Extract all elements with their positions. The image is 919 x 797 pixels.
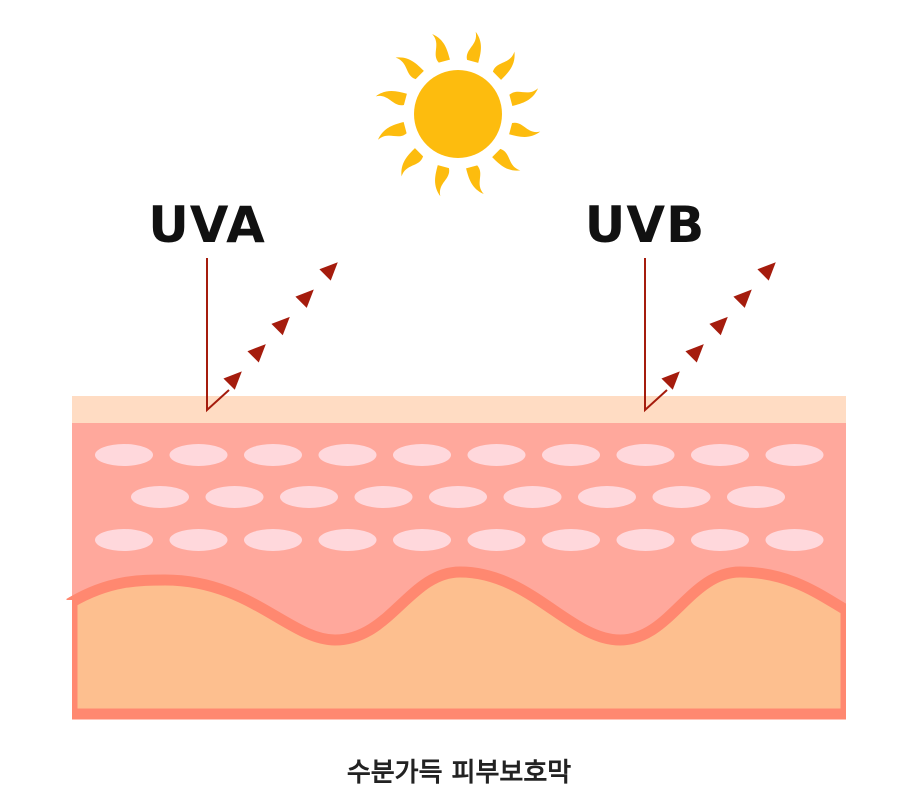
epidermis-layer bbox=[72, 396, 846, 424]
skin-cell bbox=[393, 444, 451, 466]
uvb-label: UVB bbox=[584, 196, 706, 254]
skin-cell bbox=[95, 444, 153, 466]
skin-cell bbox=[131, 486, 189, 508]
skin-cell bbox=[691, 529, 749, 551]
uvb-ray bbox=[644, 258, 776, 413]
skin-cell bbox=[691, 444, 749, 466]
skin-cell bbox=[244, 529, 302, 551]
sun-ray bbox=[435, 165, 450, 197]
skin-cell bbox=[503, 486, 562, 508]
skin-cell bbox=[244, 444, 302, 466]
sun-ray bbox=[509, 88, 539, 106]
ray-arrowhead bbox=[757, 262, 776, 281]
skin-cell bbox=[467, 444, 526, 466]
skin-cell bbox=[542, 529, 600, 551]
skin-cell bbox=[205, 486, 264, 508]
ray-arrowhead bbox=[709, 316, 728, 336]
ray-arrowhead bbox=[295, 289, 314, 308]
sun-ray bbox=[375, 91, 407, 106]
sun-ray bbox=[377, 122, 407, 140]
sun-ray bbox=[401, 148, 424, 177]
skin-cell bbox=[578, 486, 636, 508]
ray-arrowhead bbox=[319, 262, 338, 281]
sun-ray bbox=[509, 122, 541, 137]
uva-label: UVA bbox=[148, 196, 266, 254]
sun-ray bbox=[466, 31, 481, 63]
skin-cell bbox=[318, 444, 377, 466]
sun-ray bbox=[395, 57, 424, 80]
skin-cell bbox=[652, 486, 711, 508]
skin-cells bbox=[95, 444, 824, 551]
ray-arrowhead bbox=[685, 344, 704, 363]
skin-cell bbox=[467, 529, 526, 551]
sun-ray bbox=[492, 148, 521, 171]
skin-cell bbox=[318, 529, 377, 551]
skin-cell bbox=[616, 529, 675, 551]
sun-ray bbox=[466, 165, 484, 195]
subcutis-layer bbox=[66, 566, 852, 720]
skin-cell bbox=[616, 444, 675, 466]
caption: 수분가득 피부보호막 bbox=[346, 758, 572, 788]
ray-arrowhead bbox=[247, 344, 266, 363]
skin-cell bbox=[280, 486, 338, 508]
skin-cell bbox=[429, 486, 487, 508]
sun-icon bbox=[375, 31, 541, 197]
skin-cell bbox=[169, 444, 228, 466]
ray-arrowhead bbox=[733, 289, 752, 308]
skin-cell bbox=[765, 444, 824, 466]
sun-ray bbox=[492, 51, 515, 80]
skin-cell bbox=[354, 486, 413, 508]
ray-arrowhead bbox=[661, 371, 680, 390]
skin-cell bbox=[169, 529, 228, 551]
skin-cell bbox=[542, 444, 600, 466]
uva-ray bbox=[206, 258, 338, 413]
ray-arrowhead bbox=[223, 371, 242, 390]
skin-cell bbox=[95, 529, 153, 551]
sun-ray bbox=[432, 33, 450, 63]
sun-disc bbox=[414, 70, 502, 158]
ray-arrowhead bbox=[271, 316, 290, 336]
skin-cell bbox=[727, 486, 785, 508]
skin-cell bbox=[393, 529, 451, 551]
skin-cell bbox=[765, 529, 824, 551]
